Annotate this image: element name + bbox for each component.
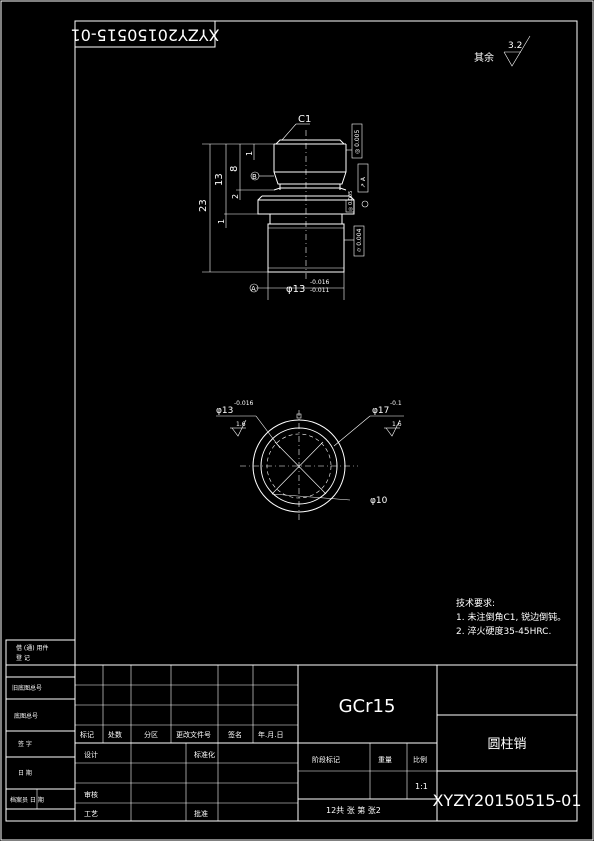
approve-label: 批准 [194,809,208,818]
dim-2: 2 [231,194,240,199]
stamp-code: XYZY20150515-01 [70,26,219,45]
tol-frame-2: ↗ A [360,176,367,188]
chamfer-label: C1 [298,114,311,125]
tech-req-title: 技术要求: [456,597,495,609]
section-dia-right: φ17 [372,406,389,416]
tech-requirements: 技术要求: 1. 未注倒角C1, 锐边倒钝。 2. 淬火硬度35-45HRC. [456,597,566,637]
tol-frame-3: ⌭ 0.004 [356,228,363,252]
side-row-0-b: 登 记 [16,654,30,662]
section-dia-left-tol: -0.016 [234,400,254,407]
dim-total: 23 [198,199,209,212]
scale-label: 比例 [413,755,427,764]
side-row-0-a: 借 (通) 用件 [16,644,49,652]
section-rough-right: 1.6 [392,421,402,428]
material: GCr15 [339,696,396,717]
stamp-box: XYZY20150515-01 [70,20,220,48]
rev-h3: 更改文件号 [176,730,211,739]
sign-design: 设计 [84,750,98,759]
roughness-symbol: 其余 3.2 [474,35,531,67]
rev-h5: 年.月.日 [258,730,283,739]
datum-b: B [252,173,257,181]
tol-frame-1: ◎ 0.005 [354,129,361,154]
dim-1b: 1 [217,219,226,224]
section-dia-inner: φ10 [370,496,388,506]
std-label: 标准化 [194,750,215,759]
dim-8: 8 [229,166,240,172]
section-dia-left: φ13 [216,406,233,416]
diameter-tol-upper: -0.016 [310,279,330,286]
section-rough-left: 1.6 [236,421,246,428]
side-table: 借 (通) 用件 登 记 旧底图总号 底图总号 签 字 日 期 档案员 日 期 [5,639,76,822]
side-row-3: 签 字 [18,740,32,748]
weight-label: 重量 [378,756,392,764]
roughness-value: 3.2 [508,41,522,51]
sheet-info: 12共 张 第 张2 [326,805,381,815]
sign-process: 工艺 [84,810,98,818]
stage-label: 阶段标记 [312,755,340,764]
front-view: C1 23 13 8 1 2 1 B φ13 -0.016 -0.011 A [198,114,369,300]
sign-review: 审核 [84,790,98,799]
inner-border [74,20,578,822]
rev-h1: 处数 [108,730,122,739]
tech-req-line1: 1. 未注倒角C1, 锐边倒钝。 [456,611,566,623]
section-view: φ13 -0.016 1.6 φ17 -0.1 1.6 φ10 [216,400,404,522]
drawing-number: XYZY20150515-01 [432,791,581,810]
title-block: 标记 处数 分区 更改文件号 签名 年.月.日 设计 审核 工艺 标准化 批准 … [75,664,582,821]
diameter-label: φ13 [286,284,305,295]
side-row-4: 日 期 [18,769,32,777]
datum-a: A [251,285,256,293]
rev-h4: 签名 [228,730,242,739]
side-row-2: 底图总号 [14,712,38,720]
dim-13: 13 [214,173,225,186]
diameter-tol-lower: -0.011 [310,287,330,294]
rev-h0: 标记 [80,730,94,739]
side-row-5: 档案员 日 期 [10,796,44,804]
tol-frame-4: ◎ 0.005 [348,191,354,211]
side-row-1: 旧底图总号 [12,684,42,692]
section-dia-right-tol: -0.1 [390,400,402,407]
rev-h2: 分区 [144,730,158,739]
part-name: 圆柱销 [487,737,526,752]
roughness-label: 其余 [474,51,494,64]
dim-1a: 1 [245,151,254,156]
scale-value: 1:1 [415,782,428,791]
tech-req-line2: 2. 淬火硬度35-45HRC. [456,625,551,637]
